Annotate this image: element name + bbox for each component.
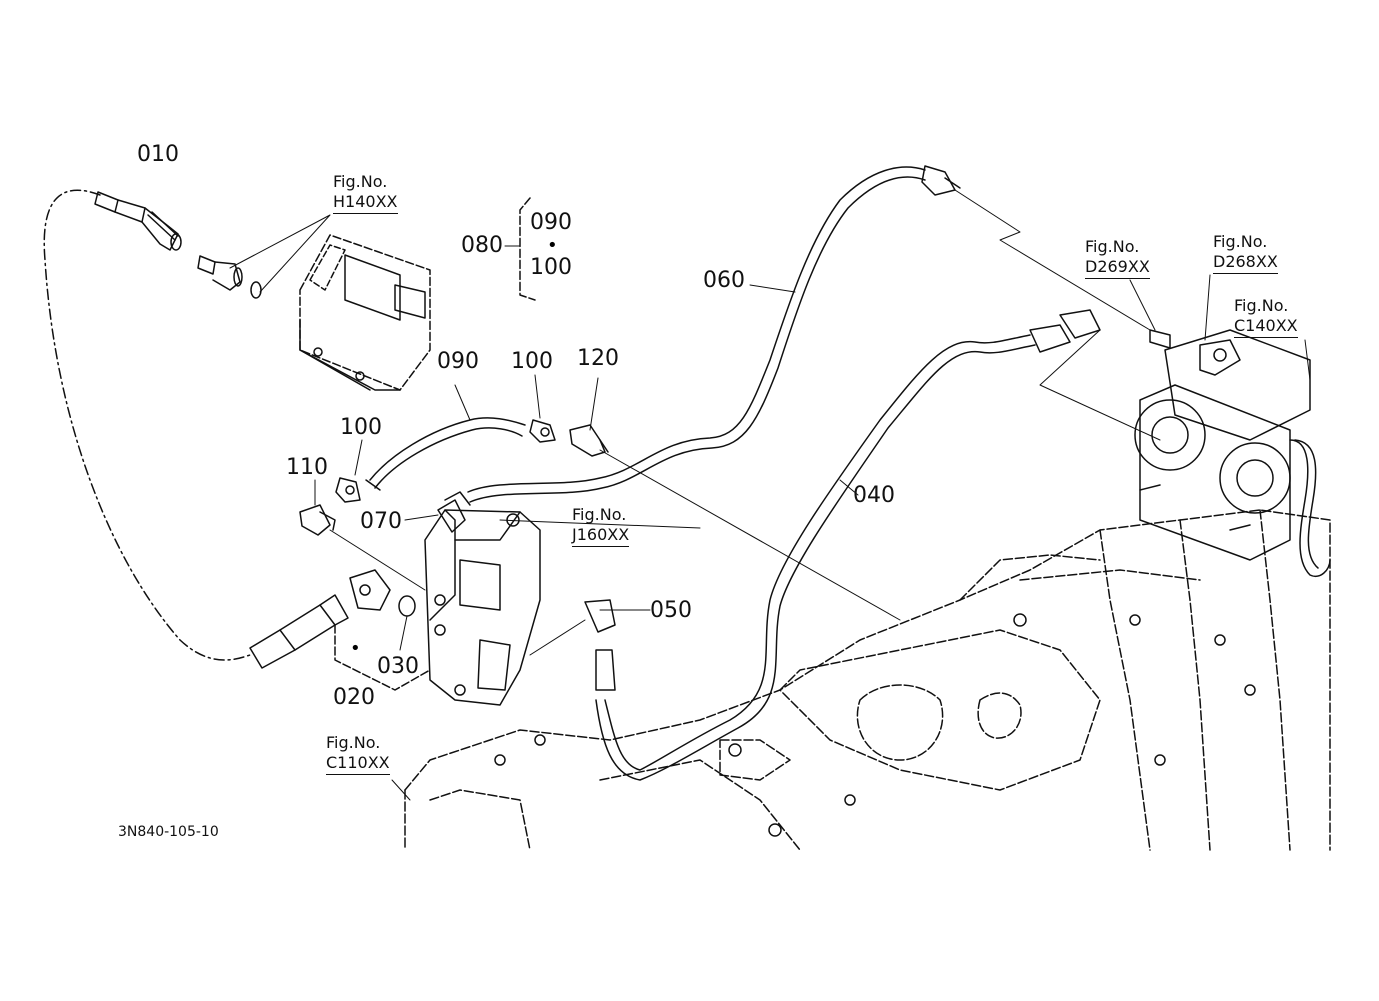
fig-ref-title: Fig.No. <box>326 733 381 752</box>
transmission-housing-c110 <box>404 509 1331 851</box>
fig-ref-title: Fig.No. <box>1213 232 1268 251</box>
part-label-050: 050 <box>650 598 692 623</box>
separator-dot: • <box>547 235 558 256</box>
fig-ref-number: H140XX <box>333 192 398 214</box>
drawing-code: 3N840-105-10 <box>118 824 219 840</box>
part-label-080-sub-090: 090 <box>530 210 572 235</box>
fig-ref-c140: Fig.No. C140XX <box>1234 296 1298 338</box>
fig-ref-number: D269XX <box>1085 257 1150 279</box>
fig-ref-h140: Fig.No. H140XX <box>333 172 398 214</box>
fig-ref-number: C140XX <box>1234 316 1298 338</box>
part-label-090: 090 <box>437 349 479 374</box>
part-label-030: 030 <box>377 654 419 679</box>
fig-ref-number: C110XX <box>326 753 390 775</box>
part-label-100-upper: 100 <box>511 349 553 374</box>
bracket-080 <box>519 197 536 301</box>
bracket-020 <box>334 624 431 691</box>
fitting-near-010 <box>197 255 262 299</box>
fig-ref-j160: Fig.No. J160XX <box>572 505 630 547</box>
fig-ref-d268: Fig.No. D268XX <box>1213 232 1278 274</box>
pipe-060 <box>467 165 961 503</box>
hydraulic-valve-j160 <box>424 509 541 706</box>
hose-090 <box>365 417 526 491</box>
coupler-010 <box>94 191 182 251</box>
pump-assembly-d268 <box>1134 329 1311 561</box>
fig-ref-d269: Fig.No. D269XX <box>1085 237 1150 279</box>
hose-loop-dashed <box>43 189 251 661</box>
clamp-100-lower <box>335 477 361 503</box>
fig-ref-title: Fig.No. <box>572 505 627 524</box>
part-label-020: 020 <box>333 685 375 710</box>
part-label-070: 070 <box>360 509 402 534</box>
part-label-120: 120 <box>577 346 619 371</box>
part-label-110: 110 <box>286 455 328 480</box>
valve-block-h140 <box>299 234 431 391</box>
fitting-120 <box>569 424 609 457</box>
part-label-010: 010 <box>137 142 179 167</box>
clamp-100-upper <box>529 419 556 443</box>
part-label-040: 040 <box>853 483 895 508</box>
part-label-060: 060 <box>703 268 745 293</box>
part-label-080: 080 <box>461 233 503 258</box>
fig-ref-number: J160XX <box>572 525 630 547</box>
fig-ref-number: D268XX <box>1213 252 1278 274</box>
o-ring-030 <box>398 595 416 617</box>
fig-ref-c110: Fig.No. C110XX <box>326 733 390 775</box>
housing-bolt-holes <box>494 613 1256 837</box>
elbow-050 <box>584 599 616 691</box>
c110-leader <box>391 779 411 801</box>
hose-end-020 <box>249 569 391 669</box>
part-label-080-sub-100: 100 <box>530 255 572 280</box>
fig-ref-title: Fig.No. <box>1085 237 1140 256</box>
tube-c140 <box>1289 439 1331 577</box>
fig-ref-title: Fig.No. <box>1234 296 1289 315</box>
fig-ref-title: Fig.No. <box>333 172 388 191</box>
pipe-040 <box>595 309 1101 781</box>
fitting-110 <box>299 504 336 536</box>
elbow-070 <box>437 491 471 533</box>
bullet-020: • <box>350 638 361 659</box>
leader-h140 <box>229 214 331 293</box>
part-label-100-lower: 100 <box>340 415 382 440</box>
